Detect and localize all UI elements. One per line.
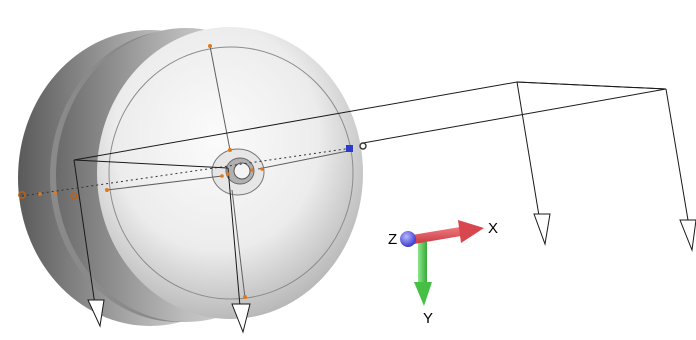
arrow-head-3: [533, 213, 551, 246]
frame-connector: [73, 159, 229, 169]
node[interactable]: [243, 295, 247, 299]
node[interactable]: [105, 188, 109, 192]
hollow-nodes[interactable]: [18, 142, 367, 200]
frame-drop-left: [73, 159, 97, 313]
triad-x-shaft: [412, 227, 461, 244]
node[interactable]: [250, 168, 254, 172]
triad-x-label: X: [488, 220, 498, 237]
triad-z-label: Z: [388, 231, 397, 248]
arrow-head-4: [679, 219, 696, 252]
node[interactable]: [53, 191, 57, 195]
frame-drop-1: [227, 167, 242, 319]
wire-frame[interactable]: [21, 45, 691, 319]
node[interactable]: [208, 44, 212, 48]
node-ring[interactable]: [70, 192, 78, 200]
load-arrows: [87, 213, 696, 334]
node[interactable]: [228, 148, 232, 152]
frame-top-link: [516, 81, 667, 90]
spoke-lower: [231, 189, 246, 299]
arrow-head-1: [87, 299, 105, 328]
spoke-right: [257, 150, 349, 170]
triad-y-head: [414, 282, 432, 306]
node[interactable]: [220, 174, 224, 178]
selected-node[interactable]: [346, 145, 353, 152]
frame-lower-rail: [362, 88, 667, 144]
node-ring[interactable]: [18, 191, 26, 199]
triad-y-label: Y: [423, 310, 433, 327]
axle-dotted-line: [21, 147, 353, 197]
wheel-hub-bore: [233, 162, 251, 180]
wheel-body[interactable]: [18, 27, 363, 326]
coordinate-triad: X Y Z: [388, 220, 498, 327]
mesh-nodes[interactable]: [38, 44, 264, 299]
node[interactable]: [260, 167, 264, 171]
triad-z-ball: [400, 231, 416, 247]
frame-drop-right-1: [516, 81, 542, 229]
node-ring[interactable]: [359, 142, 367, 150]
wheel-inner-ring: [108, 46, 354, 300]
node[interactable]: [38, 192, 42, 196]
node[interactable]: [226, 172, 230, 176]
arrow-head-2: [231, 303, 251, 334]
triad-y-shaft: [418, 242, 427, 284]
triad-x-head: [458, 220, 484, 243]
frame-drop-right-2: [665, 88, 691, 233]
spoke-left: [106, 175, 223, 191]
